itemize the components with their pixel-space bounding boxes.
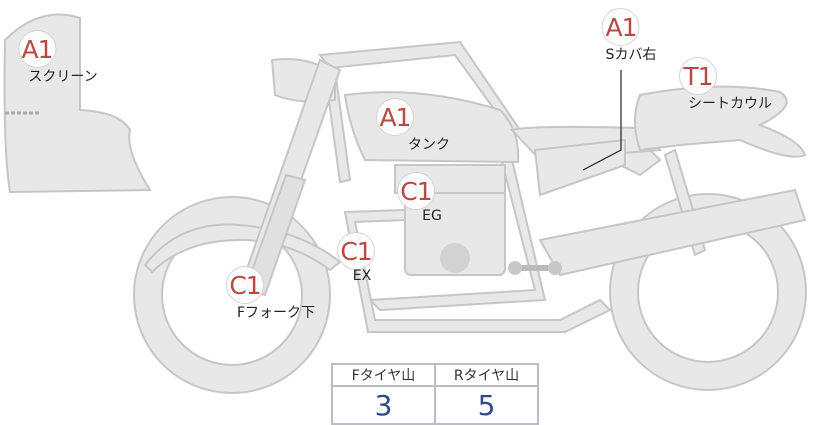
rear-tyre-header: Rタイヤ山	[434, 363, 539, 387]
part-name: スクリーン	[28, 69, 98, 85]
condition-code: A1	[18, 30, 56, 68]
part-label-tank[interactable]: A1 タンク	[340, 98, 450, 154]
condition-code: A1	[376, 98, 414, 136]
part-name: シートカウル	[688, 96, 772, 112]
part-label-seat-cowl[interactable]: T1 シートカウル	[624, 57, 772, 113]
part-label-exhaust[interactable]: C1 EX	[337, 232, 375, 284]
condition-code: C1	[396, 172, 435, 210]
condition-code: C1	[226, 266, 264, 304]
part-name: EG	[422, 208, 442, 224]
rear-tyre-value: 5	[434, 385, 539, 425]
side-cover-shape	[533, 138, 626, 197]
part-label-engine[interactable]: C1 EG	[390, 172, 442, 224]
front-tyre-value: 3	[331, 385, 436, 425]
condition-code: A1	[601, 8, 640, 46]
part-name: Fフォーク下	[236, 305, 316, 321]
part-label-front-fork-lower[interactable]: C1 Fフォーク下	[175, 266, 315, 322]
leader-line	[582, 70, 622, 171]
part-name: EX	[352, 268, 372, 284]
exhaust-shape	[343, 208, 612, 333]
part-label-screen[interactable]: A1 スクリーン	[0, 30, 98, 86]
part-name: タンク	[408, 137, 450, 153]
condition-code: C1	[337, 232, 375, 270]
condition-code: T1	[679, 57, 717, 95]
front-tyre-header: Fタイヤ山	[331, 363, 436, 387]
tyre-tread-table: Fタイヤ山 Rタイヤ山 3 5	[331, 363, 539, 425]
part-name: Sカバ右	[605, 47, 657, 63]
part-label-side-cover-right[interactable]: A1 Sカバ右	[586, 8, 657, 64]
seat-cowl-shape	[634, 85, 807, 158]
